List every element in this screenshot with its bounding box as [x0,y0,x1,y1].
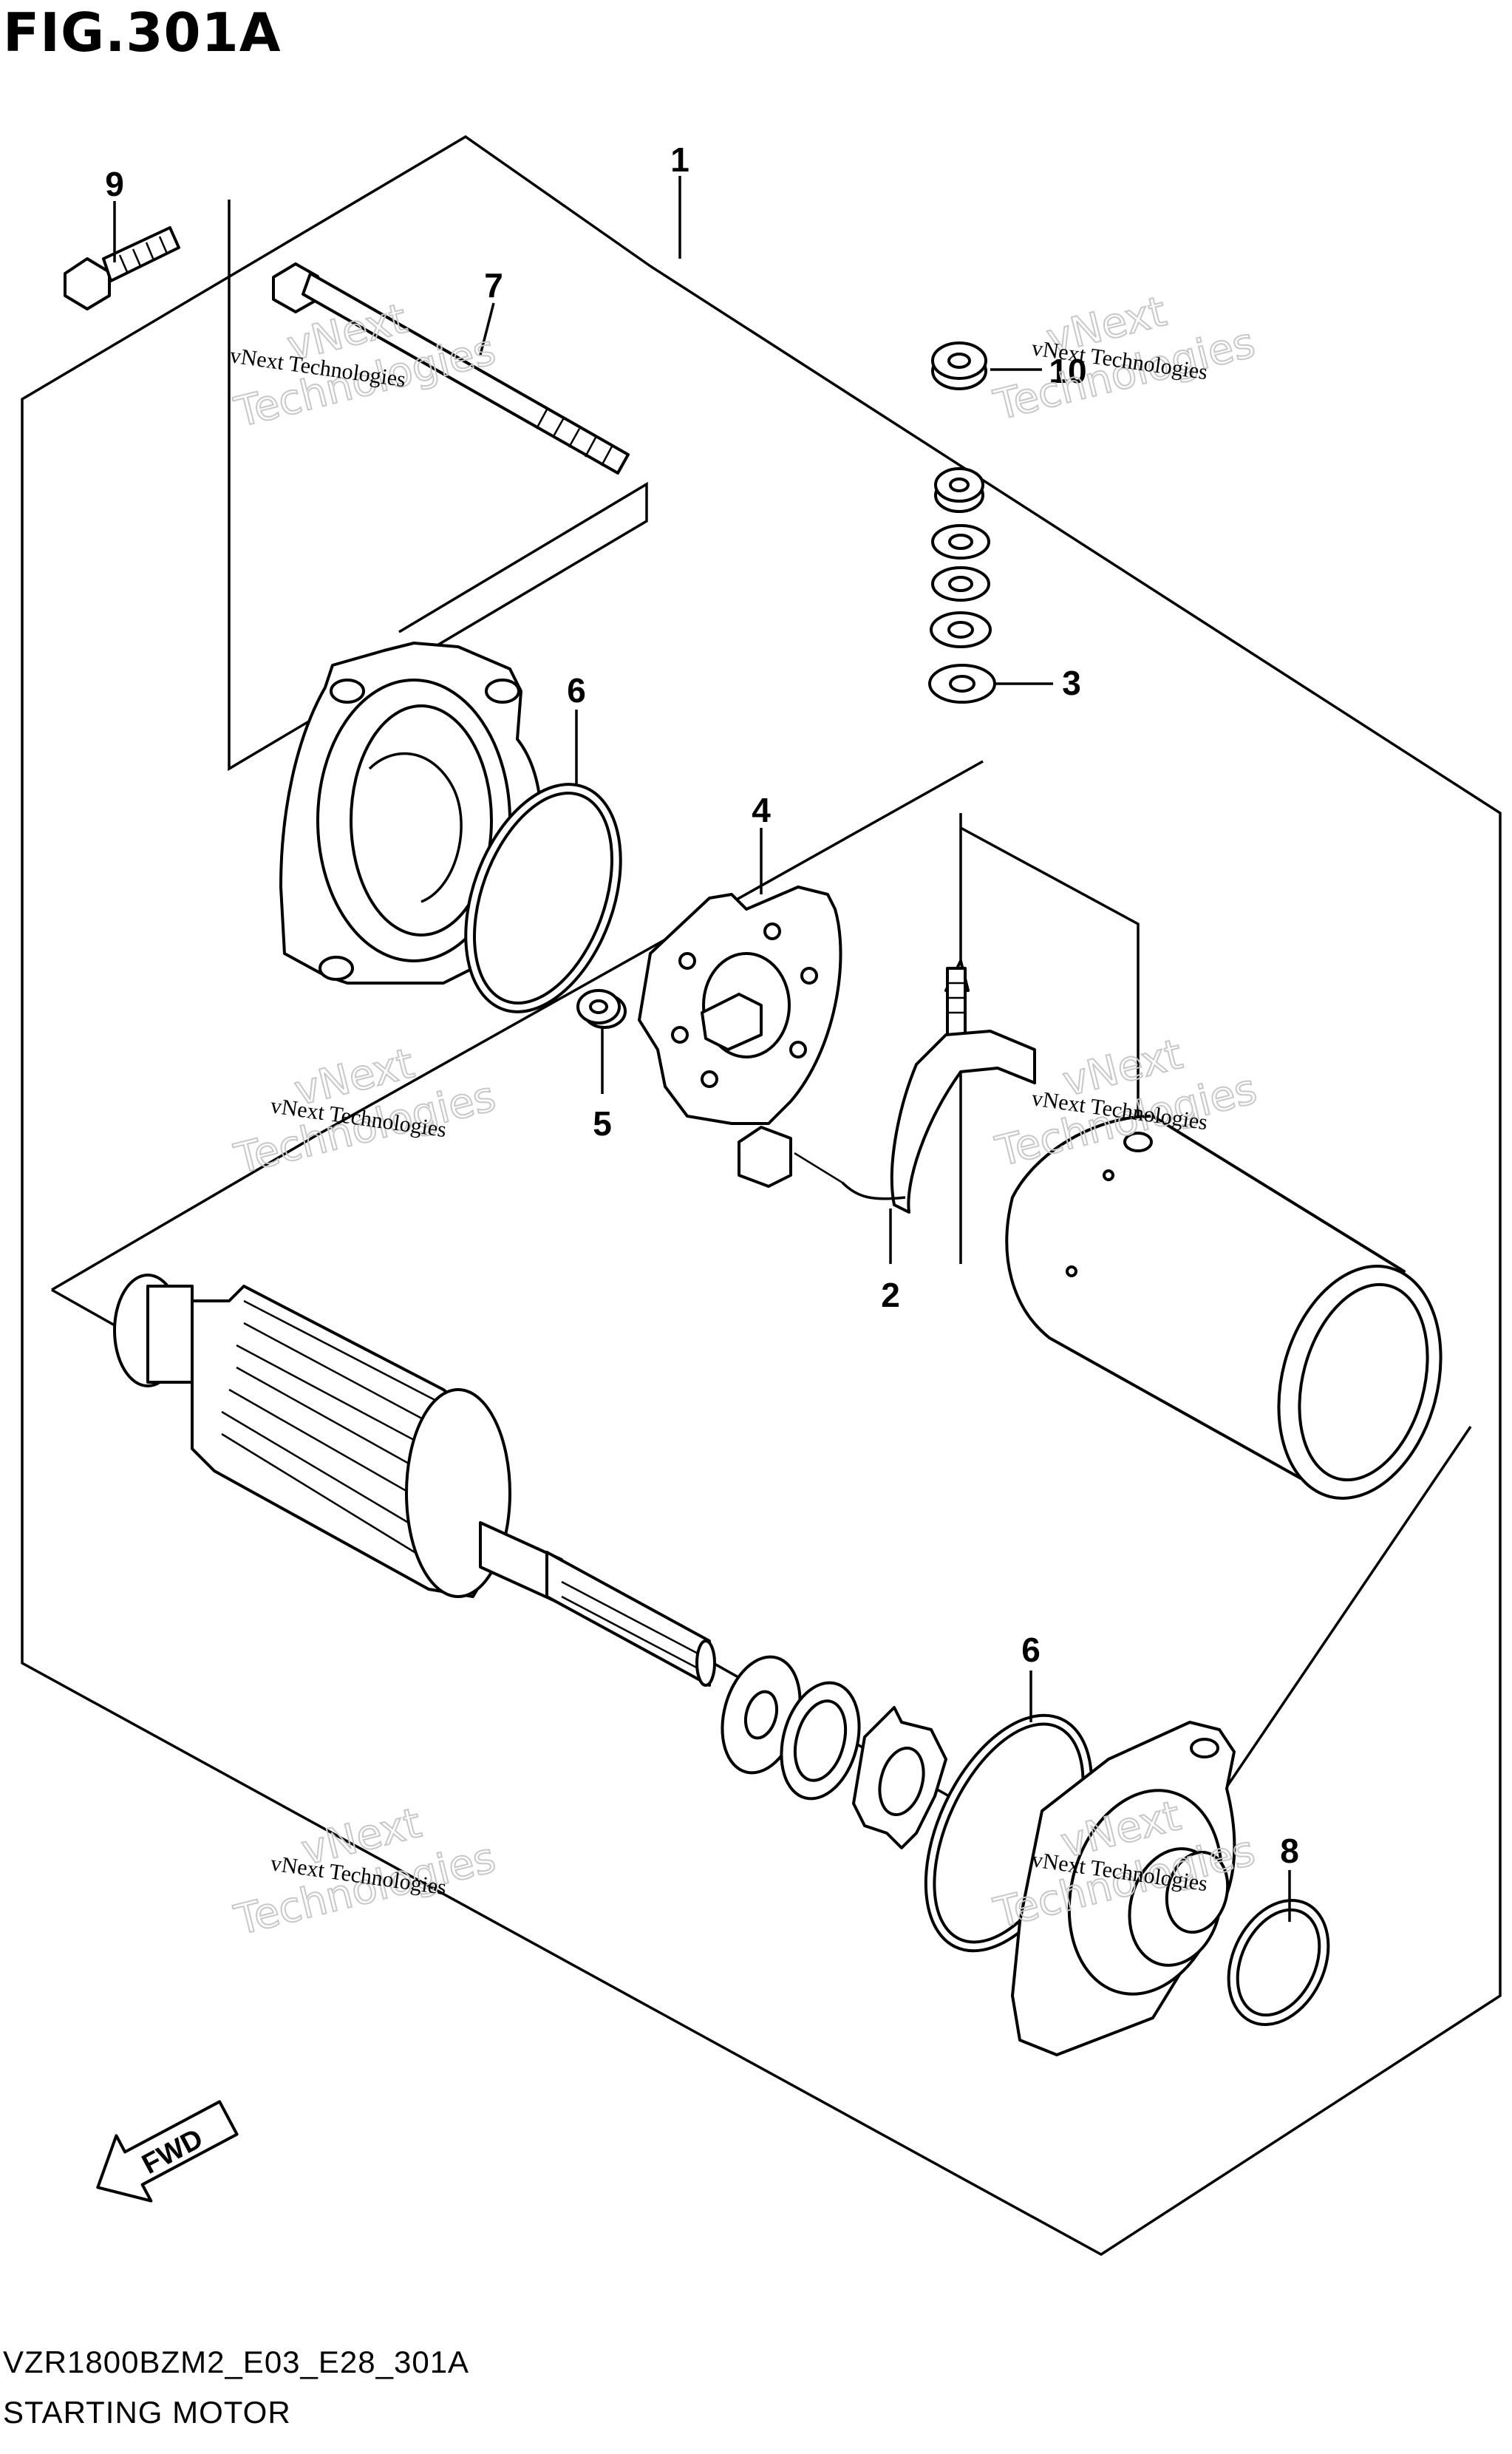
armature [113,1274,716,1687]
front-end-cover [1011,1721,1236,2056]
callout-2: 2 [881,1276,900,1314]
nut-top [931,341,987,390]
callout-3: 3 [1062,664,1081,702]
figure-code: VZR1800BZM2_E03_E28_301A [3,2345,470,2379]
shaft-washers [721,1655,947,1849]
callout-7: 7 [484,266,503,305]
figure-title: FIG.301A [3,1,282,64]
assembly-frame [21,135,1502,2257]
fwd-arrow-icon: FWD [96,2100,239,2203]
yoke-housing [1005,1115,1443,1500]
callout-10: 10 [1049,352,1086,390]
leader-lines [113,176,1291,1922]
bolt-short [64,226,180,310]
small-bushing [576,989,627,1029]
washer-stack [928,467,996,704]
brush-holder [638,886,842,1125]
watermark-3: vNext Technologies [229,1039,501,1184]
callout-9: 9 [105,165,124,203]
brush-terminal [738,959,1036,1214]
through-bolt [272,262,630,475]
callout-8: 8 [1280,1832,1299,1870]
callout-5: 5 [593,1104,612,1143]
callout-1: 1 [670,140,689,179]
callout-4: 4 [752,791,771,829]
callouts: 1 2 3 4 5 6 6 7 8 9 10 [105,140,1299,1870]
callout-6-upper: 6 [567,671,586,710]
o-ring-small [1227,1899,1330,2026]
callout-6-lower: 6 [1021,1631,1041,1669]
o-ring-upper [464,783,622,1013]
figure-name: STARTING MOTOR [3,2395,291,2430]
